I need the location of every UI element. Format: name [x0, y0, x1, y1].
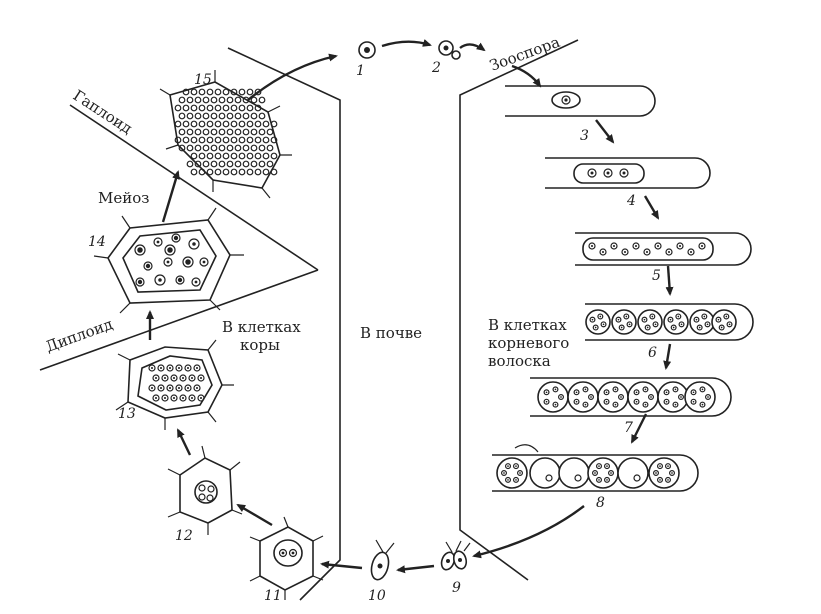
stage-number-5: 5 [652, 268, 661, 284]
stage-number-6: 6 [648, 345, 657, 361]
meiosis-label: Мейоз [98, 189, 149, 207]
stage-number-14: 14 [88, 234, 106, 250]
stage-1-spore [358, 41, 376, 59]
stage-number-2: 2 [431, 60, 441, 76]
stage-number-11: 11 [264, 588, 282, 604]
in-soil-label: В почве [360, 324, 422, 342]
stage-8-root-hair [492, 444, 699, 492]
stage-number-4: 4 [626, 193, 636, 209]
cortex-cells-label-1: В клетках [222, 318, 301, 336]
zoospore-label: Зооспора [487, 33, 562, 75]
haploid-diploid-wedge [39, 104, 319, 371]
stage-9-zoospores [440, 540, 471, 571]
cycle-arrows [146, 39, 674, 574]
stage-number-7: 7 [624, 420, 633, 436]
root-hair-label-2: корневого [488, 334, 569, 352]
stage-11-cell [249, 516, 324, 600]
stage-6-root-hair [585, 303, 754, 341]
stage-number-10: 10 [368, 588, 386, 604]
stage-15-cell [159, 70, 292, 199]
soil-boundary-left [227, 47, 341, 601]
stage-number-13: 13 [118, 406, 136, 422]
stage-12-cell [167, 445, 243, 535]
soil-boundary-right [459, 39, 579, 581]
stage-13-cell [115, 339, 234, 430]
root-hair-label-3: волоска [488, 352, 551, 370]
stage-4-root-hair [545, 157, 711, 189]
stage-10-zoospore [370, 539, 395, 581]
stage-5-root-hair [575, 232, 752, 266]
root-hair-label-1: В клетках [488, 316, 567, 334]
stage-number-12: 12 [175, 528, 193, 544]
stage-number-8: 8 [596, 495, 605, 511]
stage-number-1: 1 [356, 63, 365, 79]
stage-number-3: 3 [580, 128, 589, 144]
stage-number-15: 15 [194, 72, 212, 88]
diploid-label: Диплоид [43, 315, 115, 356]
stage-7-root-hair [530, 377, 732, 417]
cortex-cells-label-2: коры [240, 336, 280, 354]
stage-number-9: 9 [452, 580, 461, 596]
stage-2-germinating-spore [438, 40, 461, 60]
stage-3-root-hair [505, 85, 656, 117]
stage-14-cell [93, 207, 244, 314]
